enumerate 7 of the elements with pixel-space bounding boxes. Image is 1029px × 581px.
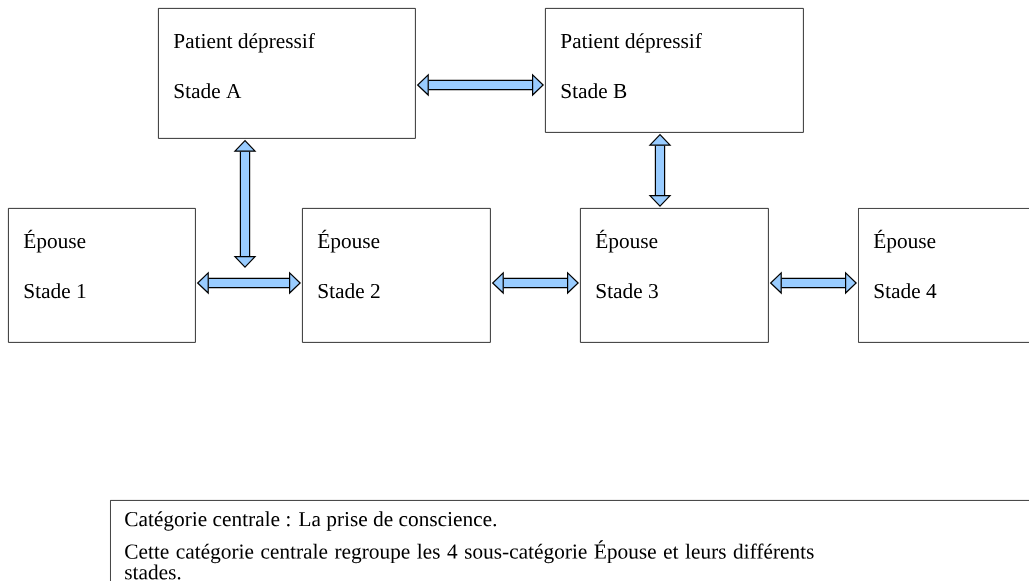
- process-box: Épouse Stade 4: [858, 208, 1029, 343]
- process-box: Patient dépressif Stade B: [545, 8, 804, 133]
- process-box: Épouse Stade 3: [580, 208, 769, 343]
- process-box: Épouse Stade 1: [8, 208, 196, 343]
- process-box: Épouse Stade 2: [302, 208, 491, 343]
- text-box: Catégorie centrale : La prise de conscience. Cette catégorie centrale regroupe les 4 sous-catégorie Épouse et leurs différents stades.: [110, 500, 1029, 581]
- process-box: Patient dépressif Stade A: [158, 8, 416, 139]
